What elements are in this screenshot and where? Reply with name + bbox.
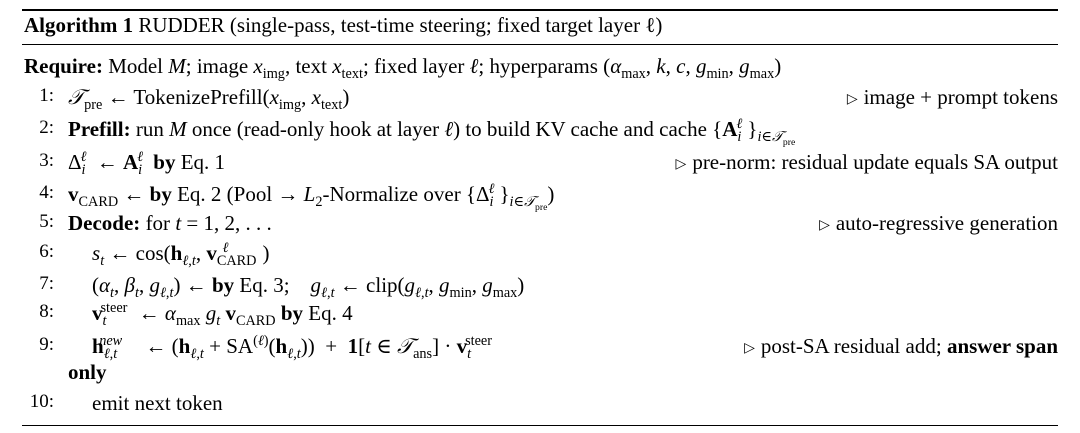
algorithm-title: RUDDER (single-pass, test-time steering;…	[138, 13, 663, 37]
step-comment: ▷pre-norm: residual update equals SA out…	[675, 150, 1058, 174]
step-number: 5:	[39, 211, 54, 232]
comment-triangle-icon: ▷	[744, 340, 755, 356]
step-number: 4:	[39, 182, 54, 203]
step-body: emit next token	[92, 391, 223, 415]
step-body: vCARD ← by Eq. 2 (Pool → L2-Normalize ov…	[68, 181, 555, 214]
step-number: 10:	[29, 391, 54, 412]
prefill-keyword: Prefill:	[68, 117, 131, 141]
step-number: 8:	[39, 301, 54, 322]
step-body: Δiℓ ← Aiℓ by Eq. 1	[68, 149, 226, 179]
step-body: st ← cos(hℓ,t, vCARDℓ)	[92, 240, 270, 270]
step-number: 6:	[39, 241, 54, 262]
step-number: 9:	[39, 334, 54, 355]
bottom-rule	[22, 425, 1058, 426]
step-number: 2:	[39, 117, 54, 138]
algorithm-caption: Algorithm 1 RUDDER (single-pass, test-ti…	[24, 13, 662, 38]
step-body: Prefill: run M once (read-only hook at l…	[68, 116, 796, 149]
step-body: Decode: for t = 1, 2, . . .	[68, 211, 272, 235]
step-number: 1:	[39, 85, 54, 106]
step-body: vtsteer ← αmax gt vCARD by Eq. 4	[92, 300, 353, 330]
require-keyword: Require:	[24, 54, 103, 78]
step-comment: ▷post-SA residual add; answer span	[744, 334, 1058, 358]
step-comment: ▷auto-regressive generation	[819, 211, 1058, 235]
comment-triangle-icon: ▷	[675, 156, 687, 172]
top-rule	[22, 9, 1058, 11]
caption-rule	[22, 44, 1058, 45]
step-body: 𝒯pre ← TokenizePrefill(ximg, xtext)	[68, 85, 350, 114]
comment-triangle-icon: ▷	[819, 217, 830, 233]
step-body: hℓ,tnew ← (hℓ,t + SA(ℓ)(hℓ,t)) + 1[t ∈ 𝒯…	[92, 333, 492, 363]
step-body: (αt, βt, gℓ,t) ← by Eq. 3; gℓ,t ← clip(g…	[92, 273, 525, 302]
comment-triangle-icon: ▷	[846, 91, 858, 107]
step-comment: ▷image + prompt tokens	[846, 85, 1058, 109]
step-number: 3:	[39, 150, 54, 171]
algorithm-label: Algorithm 1	[24, 13, 134, 37]
decode-keyword: Decode:	[68, 211, 141, 235]
step-number: 7:	[39, 273, 54, 294]
